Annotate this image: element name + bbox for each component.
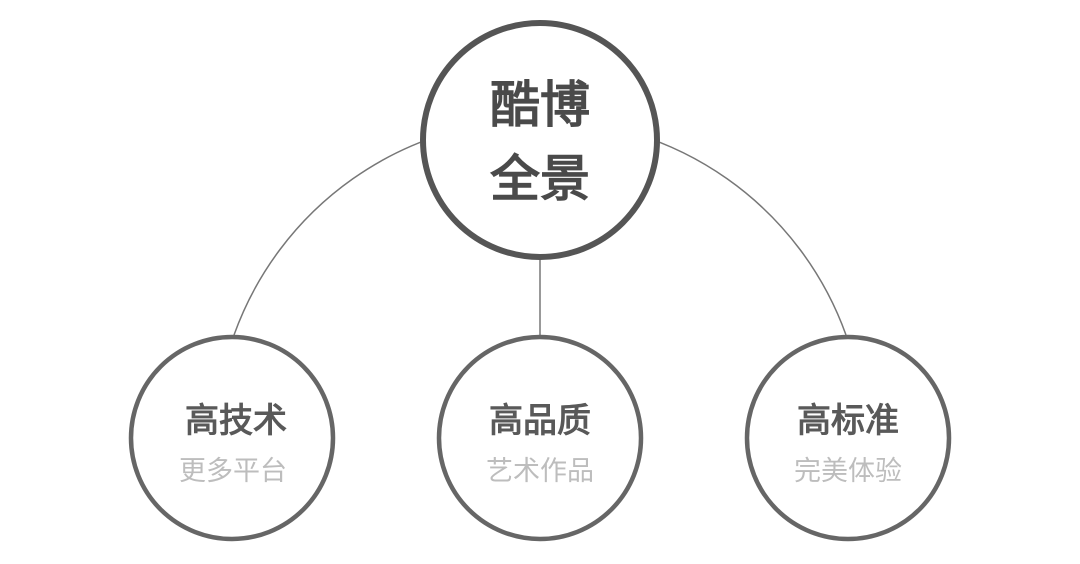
node-subtitle: 艺术作品 [486, 456, 594, 487]
node-title: 高技术 [185, 401, 287, 441]
node-subtitle: 更多平台 [179, 456, 287, 487]
center-title-line2: 全景 [489, 150, 590, 208]
node-tech: 高技术 更多平台 [128, 334, 336, 542]
node-subtitle: 完美体验 [794, 456, 902, 487]
node-quality: 高品质 艺术作品 [436, 334, 644, 542]
node-title: 高标准 [797, 401, 899, 441]
node-title: 高品质 [489, 401, 591, 441]
node-standard: 高标准 完美体验 [744, 334, 952, 542]
center-node: 酷博 全景 [420, 20, 660, 260]
center-title-line1: 酷博 [490, 76, 590, 134]
